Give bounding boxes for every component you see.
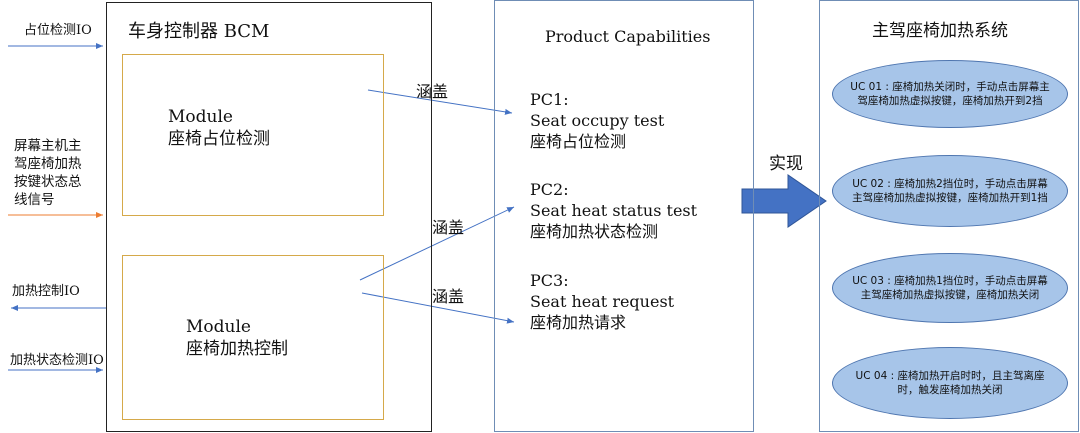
use-case-01: UC 01 : 座椅加热关闭时，手动点击屏幕主驾座椅加热虚拟按键，座椅加热开到2…	[832, 60, 1068, 128]
pc-item-id: PC2:	[530, 180, 569, 199]
bcm-container	[106, 2, 432, 432]
module2-label: Module 座椅加热控制	[186, 316, 288, 360]
product-capabilities-container	[494, 0, 754, 432]
realize-block-arrow	[741, 174, 827, 228]
pc-item-en: Seat occupy test	[530, 111, 665, 130]
cover-label-1: 涵盖	[416, 82, 449, 101]
module2-line1: Module	[186, 317, 251, 337]
cover-label-2: 涵盖	[432, 218, 465, 237]
module-seat-heat-control	[122, 255, 384, 420]
use-case-04: UC 04 : 座椅加热开启时时，且主驾离座时，触发座椅加热关闭	[832, 347, 1068, 419]
pc-item-1: PC1: Seat occupy test 座椅占位检测	[530, 89, 664, 152]
module1-label: Module 座椅占位检测	[168, 106, 270, 150]
screen-signal-label: 屏幕主机主 驾座椅加热 按键状态总 线信号	[14, 137, 82, 209]
screen-signal-line: 驾座椅加热	[14, 156, 82, 172]
heat-status-io-label: 加热状态检测IO	[10, 353, 104, 368]
pc-item-cn: 座椅加热状态检测	[530, 222, 659, 241]
cover-label-3: 涵盖	[432, 287, 465, 306]
bcm-title: 车身控制器 BCM	[128, 21, 270, 42]
pc-item-cn: 座椅加热请求	[530, 313, 627, 332]
occupy-io-label: 占位检测IO	[24, 23, 92, 38]
realize-label: 实现	[769, 154, 803, 174]
screen-signal-line: 屏幕主机主	[14, 138, 82, 154]
screen-signal-line: 线信号	[14, 192, 55, 208]
pc-item-3: PC3: Seat heat request 座椅加热请求	[530, 270, 674, 333]
pc-title: Product Capabilities	[545, 27, 711, 46]
pc-item-2: PC2: Seat heat status test 座椅加热状态检测	[530, 179, 697, 242]
uc-title: 主驾座椅加热系统	[872, 21, 1008, 41]
module1-line2: 座椅占位检测	[168, 129, 270, 149]
module2-line2: 座椅加热控制	[186, 339, 288, 359]
heat-control-io-label: 加热控制IO	[12, 284, 80, 299]
pc-item-cn: 座椅占位检测	[530, 132, 627, 151]
pc-item-en: Seat heat request	[530, 292, 675, 311]
module-seat-occupy	[122, 54, 384, 216]
use-case-02: UC 02 : 座椅加热2挡位时，手动点击屏幕主驾座椅加热虚拟按键，座椅加热开到…	[832, 155, 1068, 227]
use-case-container	[819, 0, 1079, 432]
pc-item-id: PC1:	[530, 90, 569, 109]
pc-item-id: PC3:	[530, 271, 569, 290]
use-case-03: UC 03 : 座椅加热1挡位时，手动点击屏幕主驾座椅加热虚拟按键，座椅加热关闭	[832, 253, 1068, 323]
screen-signal-line: 按键状态总	[14, 174, 82, 190]
pc-item-en: Seat heat status test	[530, 201, 698, 220]
module1-line1: Module	[168, 107, 233, 127]
